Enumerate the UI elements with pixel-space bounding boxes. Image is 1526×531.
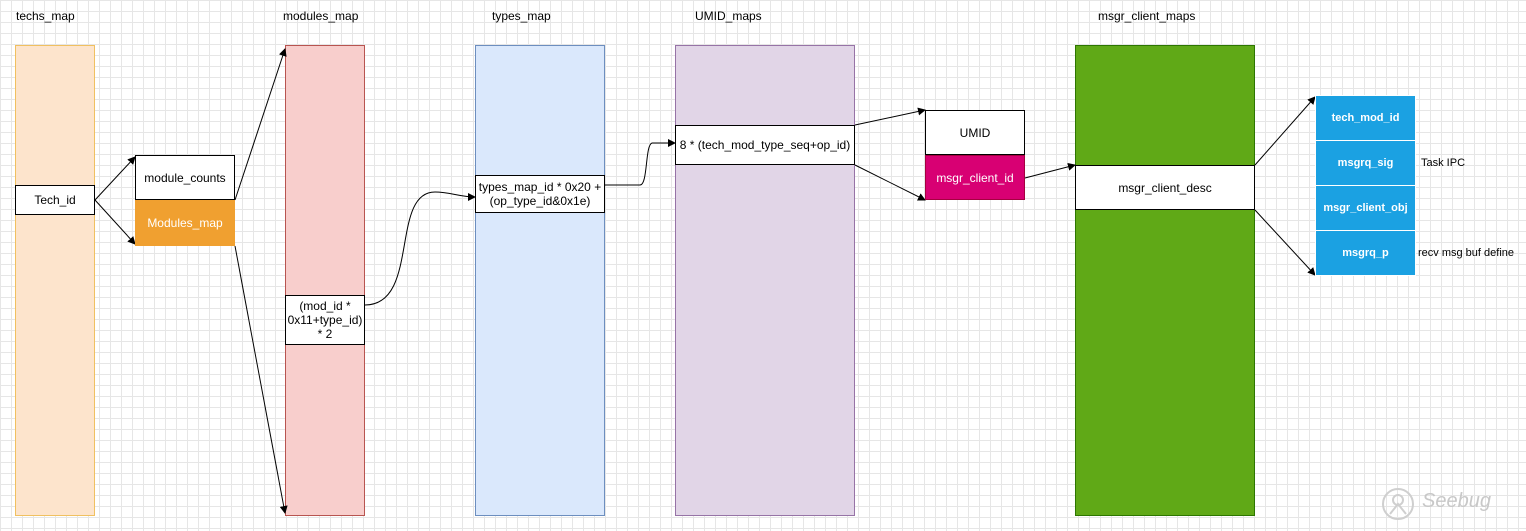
msgrq-sig-box[interactable]: msgrq_sig [1315, 140, 1416, 186]
arrow-desc-to-msgrq-p [1254, 209, 1316, 276]
types-index-line-2: (op_type_id&0x1e) [489, 194, 591, 208]
task-ipc-label: Task IPC [1421, 157, 1466, 169]
msgr-client-desc-box[interactable]: msgr_client_desc [1075, 165, 1255, 210]
arrow-umid-index-to-umid [854, 107, 926, 126]
arrow-desc-to-tech-mod-id [1254, 96, 1316, 166]
modules-map-column[interactable] [285, 45, 365, 516]
types-map-title: types_map [492, 9, 551, 23]
types-index-box[interactable]: types_map_id * 0x20 + (op_type_id&0x1e) [475, 175, 605, 213]
arrow-mod-index-to-types [364, 191, 476, 306]
types-index-line-1: types_map_id * 0x20 + [478, 180, 602, 194]
module-counts-box[interactable]: module_counts [135, 155, 235, 200]
modules-map-entry-box[interactable]: Modules_map [135, 200, 235, 246]
arrow-tech-to-modules-map [94, 199, 136, 245]
types-map-column[interactable] [475, 45, 605, 516]
tech-mod-id-box[interactable]: tech_mod_id [1315, 95, 1416, 141]
arrow-modules-map-to-top [234, 48, 287, 201]
recv-msg-buf-label: recv msg buf define [1418, 247, 1514, 259]
modules-map-title: modules_map [283, 9, 359, 23]
arrow-umid-index-to-client-id [854, 164, 926, 201]
umid-box[interactable]: UMID [925, 110, 1025, 155]
arrow-types-to-umid-index [605, 139, 676, 186]
msgr-client-maps-column[interactable] [1075, 45, 1255, 516]
umid-index-box[interactable]: 8 * (tech_mod_type_seq+op_id) [675, 125, 855, 165]
mod-index-box[interactable]: (mod_id * 0x11+type_id) * 2 [285, 295, 365, 345]
arrow-tech-to-module-counts [94, 156, 136, 201]
mod-index-line-3: * 2 [317, 327, 333, 341]
umid-maps-title: UMID_maps [695, 9, 762, 23]
techs-map-title: techs_map [16, 9, 75, 23]
mod-index-line-2: 0x11+type_id) [287, 313, 363, 327]
arrow-client-id-to-desc [1024, 162, 1076, 179]
techs-map-column[interactable] [15, 45, 95, 516]
umid-maps-column[interactable] [675, 45, 855, 516]
msgrq-p-box[interactable]: msgrq_p [1315, 230, 1416, 276]
mod-index-line-1: (mod_id * [299, 299, 351, 313]
arrow-modules-map-to-bottom [234, 245, 288, 514]
msgr-client-id-box[interactable]: msgr_client_id [925, 155, 1025, 200]
tech-id-box[interactable]: Tech_id [15, 185, 95, 215]
seebug-watermark: Seebug [1380, 486, 1520, 522]
watermark-text: Seebug [1422, 490, 1491, 512]
msgr-client-maps-title: msgr_client_maps [1098, 9, 1196, 23]
msgr-client-obj-box[interactable]: msgr_client_obj [1315, 185, 1416, 231]
seebug-logo-icon [1382, 488, 1414, 520]
